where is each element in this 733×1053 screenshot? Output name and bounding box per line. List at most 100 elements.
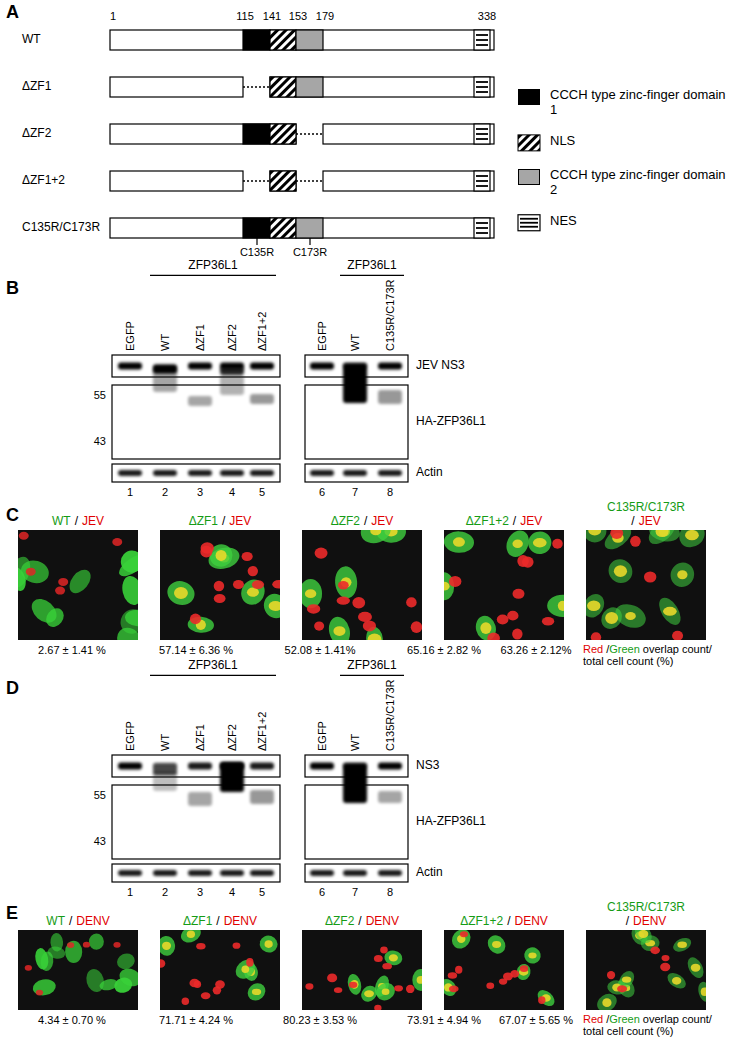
mutation-label: C173R	[293, 246, 327, 259]
nucleus	[533, 538, 547, 547]
percentage: 4.34 ± 0.70 %	[38, 1014, 106, 1027]
blot-band	[153, 771, 177, 791]
nucleus	[558, 601, 564, 611]
nes-line	[476, 185, 488, 187]
micrograph	[302, 530, 422, 640]
nes-box	[474, 30, 490, 50]
protein-bar	[323, 171, 494, 191]
mutation-label: C135R	[240, 246, 274, 259]
cell	[65, 941, 82, 963]
label-part: /	[507, 914, 510, 928]
label-part: JEV	[82, 514, 104, 528]
label-part: DENV	[633, 914, 666, 928]
blot-frame	[305, 864, 408, 882]
blot-band	[250, 763, 274, 770]
cell	[302, 579, 322, 608]
nucleus	[333, 626, 345, 636]
nucleus	[492, 941, 501, 948]
nucleus	[610, 530, 623, 539]
legend-text: NES	[550, 214, 726, 229]
group-line	[340, 675, 404, 676]
cell	[655, 594, 685, 629]
nucleus	[368, 634, 382, 640]
nucleus	[685, 530, 699, 540]
domain-box	[296, 77, 323, 97]
protein-bar	[323, 124, 494, 144]
lane-label: EGFP	[124, 321, 137, 351]
nucleus	[444, 582, 450, 591]
nucleus	[194, 980, 201, 988]
nucleus	[691, 964, 701, 972]
label-part: JEV	[229, 514, 251, 528]
blot-frame	[112, 864, 280, 882]
group-line	[150, 675, 276, 676]
nucleus	[252, 989, 261, 995]
lane-number: 8	[387, 486, 393, 499]
nucleus	[507, 611, 518, 621]
nucleus	[337, 597, 350, 605]
cell	[32, 978, 58, 998]
percentage: 2.67 ± 1.41 %	[38, 644, 106, 657]
nucleus	[374, 1005, 381, 1010]
lane-number: 6	[319, 486, 325, 499]
blot-band	[378, 363, 402, 370]
nucleus	[380, 947, 388, 954]
nes-line	[476, 91, 488, 93]
label-part: ΔZF2	[325, 914, 354, 928]
cell	[521, 944, 544, 966]
image-label: WT/JEV	[3, 514, 153, 528]
blot-band	[250, 394, 274, 404]
nucleus	[487, 633, 500, 640]
micrograph	[160, 930, 280, 1010]
lane-number: 4	[229, 886, 235, 899]
nucleus	[187, 931, 195, 939]
lane-label: ΔZF2	[226, 724, 239, 751]
nes-box	[518, 215, 540, 231]
cell	[525, 530, 554, 557]
nes-box	[474, 218, 490, 238]
nucleus	[196, 943, 205, 950]
blot-band	[188, 763, 212, 770]
construct-name: ΔZF1	[22, 80, 51, 94]
image-label: C135R/C173R/JEV	[571, 500, 721, 528]
nucleus	[538, 996, 545, 1004]
blot-band	[220, 762, 244, 792]
micrograph-ground	[160, 530, 280, 640]
nes-line	[476, 44, 488, 46]
label-part: C135R/C173R	[571, 500, 721, 514]
micrograph	[586, 530, 706, 640]
domain-box	[296, 218, 323, 238]
nucleus	[113, 942, 120, 948]
nucleus	[25, 965, 32, 971]
blot-band	[250, 790, 274, 804]
nucleus	[233, 580, 244, 589]
micrograph	[586, 930, 706, 1010]
construct-name: WT	[22, 33, 41, 47]
legend-text: CCCH type zinc-finger domain 1	[550, 88, 726, 118]
label-part: DENV	[224, 914, 257, 928]
nucleus	[382, 963, 392, 969]
blot-band	[188, 363, 212, 370]
blot-band	[343, 470, 367, 476]
blot-band	[310, 870, 334, 876]
cell	[665, 970, 689, 992]
nucleus	[26, 568, 36, 576]
label-part: DENV	[515, 914, 548, 928]
nucleus	[182, 998, 189, 1005]
lane-number: 3	[197, 486, 203, 499]
percentage: 65.16 ± 2.82 %	[407, 644, 481, 657]
domain-box	[243, 218, 270, 238]
cell	[444, 531, 475, 554]
nucleus	[307, 604, 320, 614]
percentage: 80.23 ± 3.53 %	[283, 1014, 357, 1027]
cell	[42, 605, 67, 631]
blot-band	[378, 791, 402, 803]
deletion-line	[243, 86, 270, 87]
nucleus	[614, 565, 627, 577]
nes-line	[476, 86, 488, 88]
nucleus	[448, 972, 457, 979]
nucleus	[58, 578, 68, 586]
cell	[597, 603, 626, 633]
label-part: Red	[583, 643, 603, 655]
image-label: ΔZF2/JEV	[287, 514, 437, 528]
